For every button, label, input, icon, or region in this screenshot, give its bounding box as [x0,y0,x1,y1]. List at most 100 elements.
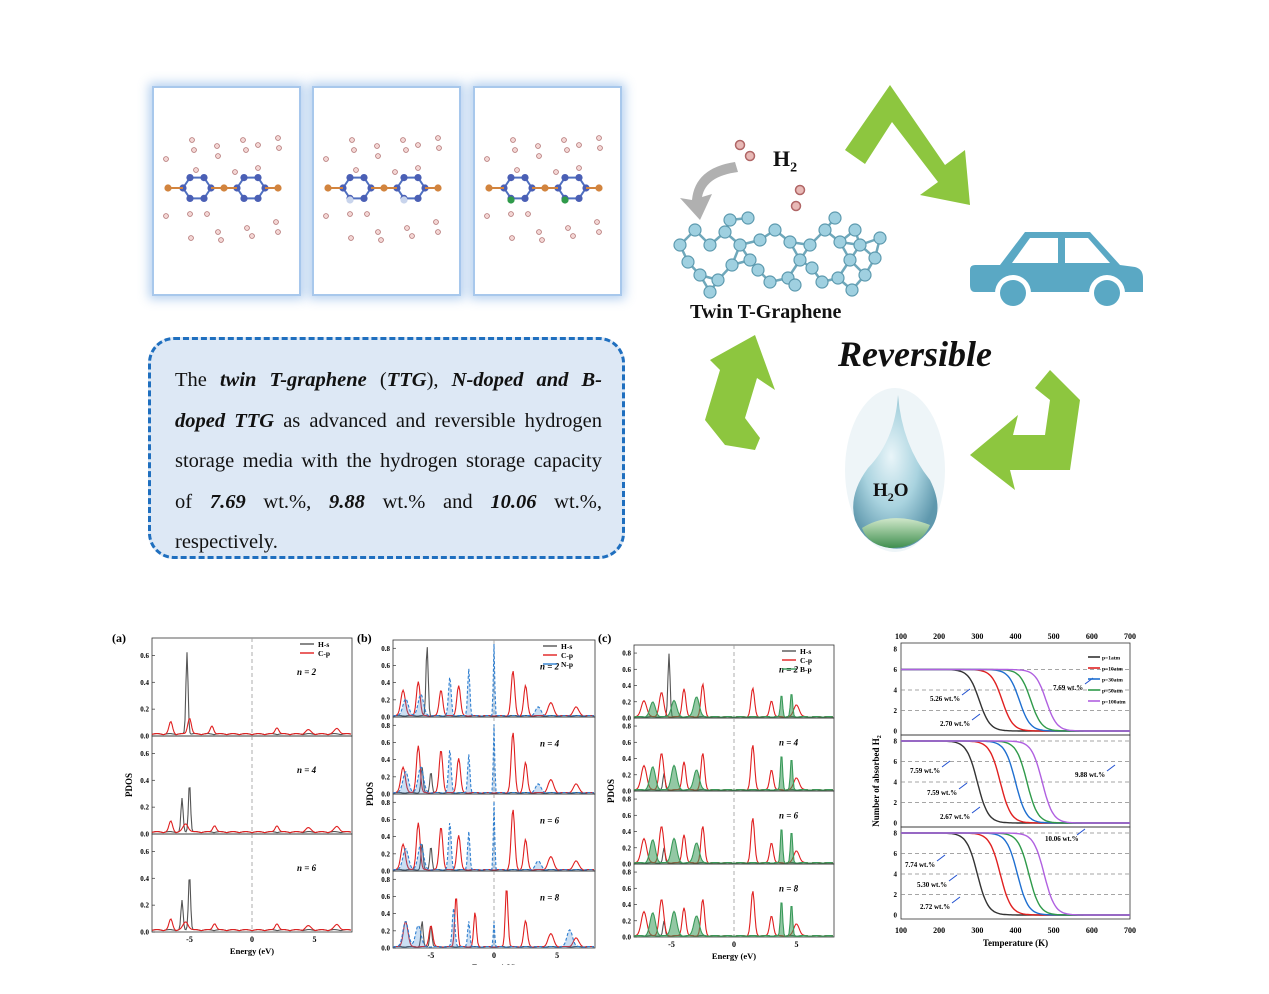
y-tick-label: 0.0 [381,945,390,953]
x-tick-label-top: 500 [1048,632,1060,641]
atom [853,238,867,252]
hydrogen-atom [323,213,329,219]
annotation-arrow [1076,828,1086,836]
atom [753,233,767,247]
atom [186,174,194,182]
y-tick-label: 0.6 [140,750,149,758]
series-area-n-p [393,724,595,794]
cycle-arrow-top [845,85,970,205]
x-tick-label-top: 700 [1124,632,1136,641]
atom [575,174,583,182]
y-axis-label-sub: 2 [877,735,883,738]
atom [200,194,208,202]
y-tick-label: 0.0 [381,714,390,722]
hydrogen-atom [535,143,541,149]
hydrogen-atom [565,225,571,231]
annotation-label: 7.74 wt.% [905,861,935,869]
annotation-label: 7.69 wt.% [1053,684,1083,692]
y-tick-label: 0 [894,912,898,920]
atom [507,174,515,182]
hydrogen-atom [484,156,490,162]
adsorption-temperature-chart: 1001002002003003004004005005006006007007… [871,632,1136,948]
legend-entry: p=100atm [1102,700,1126,706]
atom [843,253,857,267]
atom [703,285,717,299]
atom [200,174,208,182]
y-tick-label: 0.2 [140,804,149,812]
atom [400,196,408,204]
legend-entry: N-p [561,660,573,669]
hydrogen-atom [570,233,576,239]
hydrogen-atom [255,165,261,171]
y-tick-label: 0.4 [381,756,390,764]
hydrogen-atom [232,169,238,175]
panel-label: (b) [357,631,372,645]
legend-entry: C-p [800,656,812,665]
hydrogen-atom [189,137,195,143]
hydrogen-atom [403,147,409,153]
subpanel-label: n = 4 [540,738,560,748]
subpanel-label: n = 2 [297,667,317,677]
x-tick-label-top: 100 [895,632,907,641]
y-tick-label: 0.2 [622,844,631,852]
adsorption-curve [901,740,1130,824]
legend-entry: p=10atm [1102,667,1123,673]
subpanel-label: n = 8 [540,892,560,902]
hydrogen-atom [188,235,194,241]
y-tick-label: 8 [894,830,898,838]
atom [815,275,829,289]
atom [858,268,872,282]
y-tick-label: 0.8 [381,645,390,653]
legend-entry: H-s [318,640,329,649]
atom [681,255,695,269]
x-tick-label: -5 [668,940,675,949]
atom [848,223,862,237]
pdos-chart-a: (a)0.00.20.40.6n = 20.00.20.40.6n = 40.0… [112,631,353,956]
molecular-structures [163,135,603,243]
subpanel-label: n = 2 [540,661,560,671]
hydrogen-atom [348,235,354,241]
hydrogen-atom [276,145,282,151]
x-tick-label: -5 [186,935,193,944]
y-tick-label: 0.2 [140,902,149,910]
x-tick-label: 5 [795,940,799,949]
summary-fragment: twin T-graphene [219,369,367,391]
hydrogen-atom [400,137,406,143]
atom [414,194,422,202]
atom [833,235,847,249]
adsorption-curve [901,668,1130,732]
hydrogen-atom [215,153,221,159]
x-tick-label: 200 [933,926,945,935]
x-tick-label: 0 [732,940,736,949]
atom [688,223,702,237]
hydrogen-atom [347,211,353,217]
hydrogen-atom [255,142,261,148]
subpanel-frame [900,826,1131,920]
y-tick-label: 2 [894,707,898,715]
hydrogen-atom [240,137,246,143]
annotation-arrow [961,688,971,696]
atom [845,283,859,297]
atom [741,211,755,225]
hydrogen-atom [187,211,193,217]
y-tick-label: 0.4 [622,755,631,763]
atom [414,174,422,182]
series-line-b-p [633,829,834,864]
hydrogen-atom [525,211,531,217]
panel-label: (c) [598,631,611,645]
y-tick-label: 0.8 [622,869,631,877]
atom [868,251,882,265]
hydrogen-atom [249,233,255,239]
y-tick-label: 6 [894,758,898,766]
hydrogen-atom [275,229,281,235]
y-tick-label: 0.4 [140,679,149,687]
x-axis-label: Energy (eV) [230,946,274,956]
series-line-n-p [392,724,595,794]
atom [828,211,842,225]
y-tick-label: 0.2 [381,773,390,781]
x-tick-label: 0 [492,951,496,960]
hydrogen-atom [435,229,441,235]
hydrogen-atom [553,169,559,175]
